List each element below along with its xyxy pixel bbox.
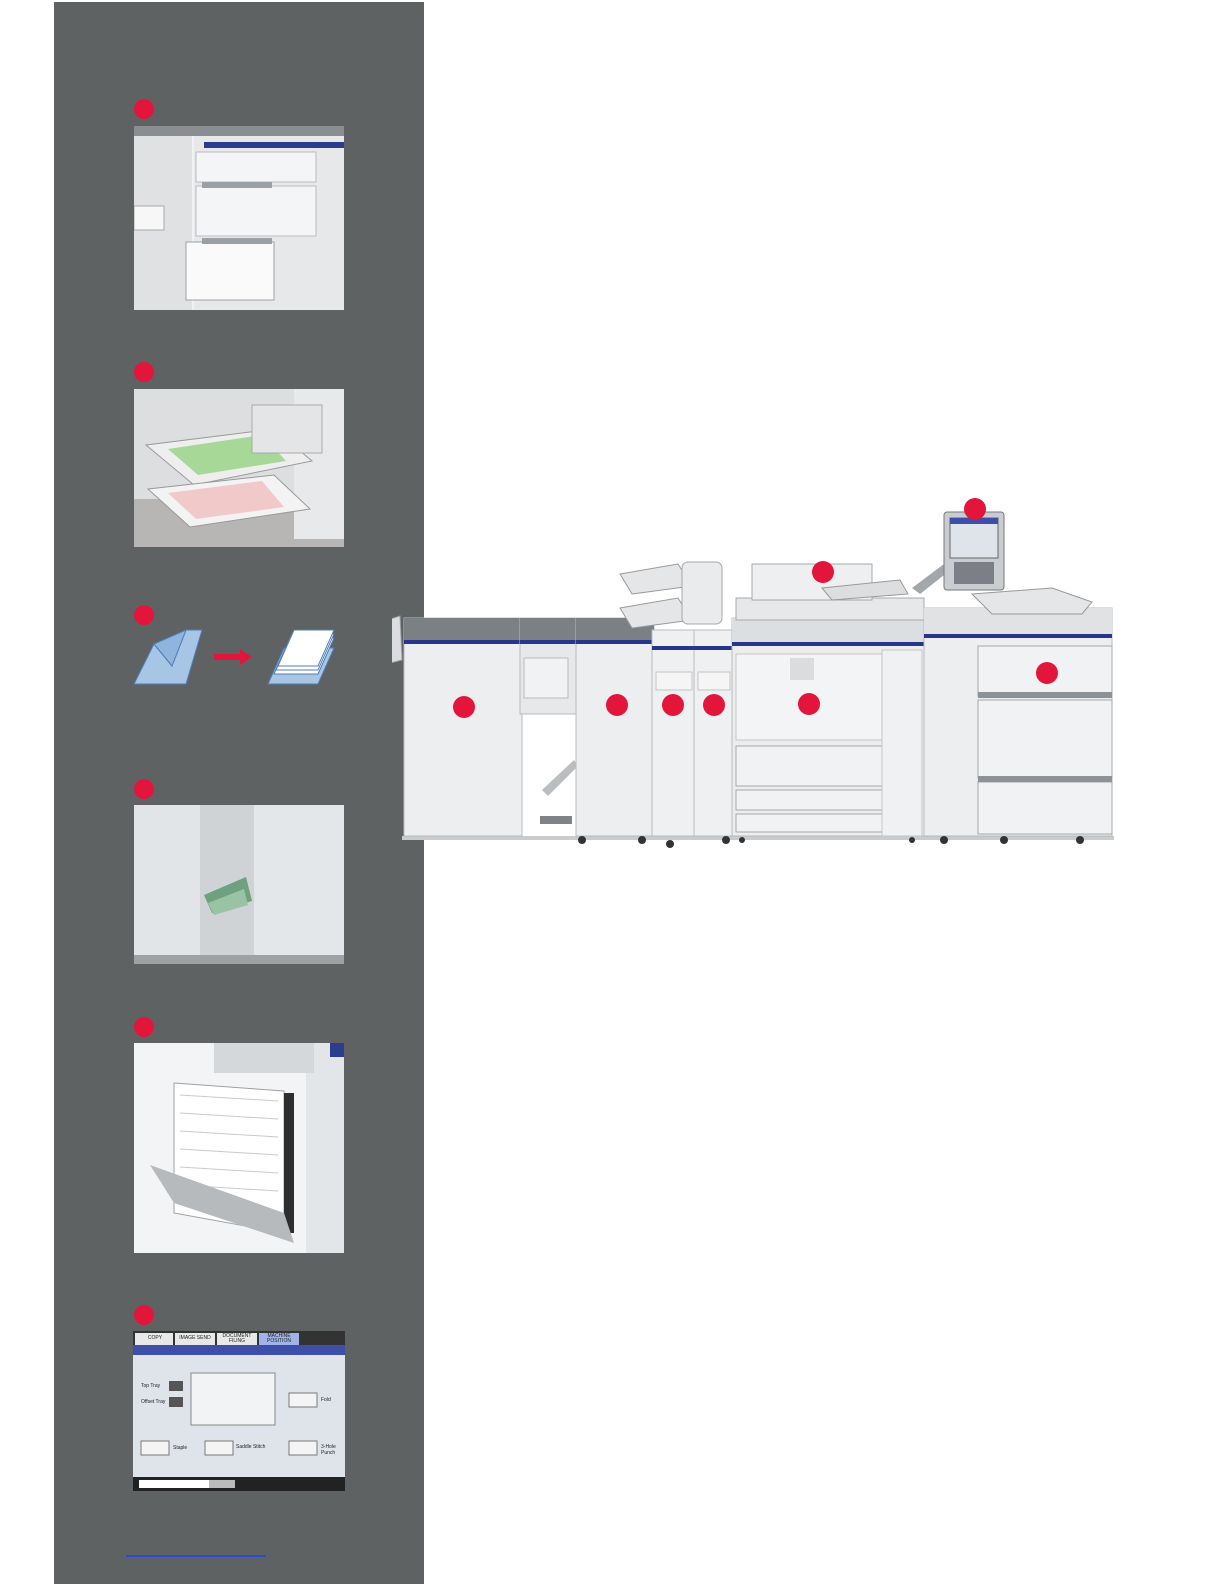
feature-marker-5 (134, 1017, 154, 1037)
callout-finisher (453, 696, 475, 718)
large-capacity-tray-photo (134, 1043, 344, 1253)
feature-marker-1 (134, 99, 154, 119)
label-offset-tray: Offset Tray (141, 1399, 165, 1405)
callout-large-capacity-tray (1036, 662, 1058, 684)
label-saddle-stitch: Saddle Stitch (236, 1444, 265, 1450)
label-fold: Fold (321, 1397, 331, 1403)
callout-control-panel (964, 498, 986, 520)
fold-diagram (134, 626, 344, 688)
feature-marker-6 (134, 1305, 154, 1325)
label-top-tray: Top Tray (141, 1383, 160, 1389)
tab-image-send[interactable]: IMAGE SEND (177, 1335, 213, 1341)
production-copier-system (392, 490, 1122, 860)
callout-folding-unit (662, 694, 684, 716)
inserter-photo (134, 805, 344, 964)
callout-inserter (703, 694, 725, 716)
label-hole-punch: 3-Hole Punch (321, 1444, 345, 1456)
output-tray-photo (134, 389, 344, 547)
link-underline[interactable] (126, 1555, 266, 1557)
callout-saddle-stitch (606, 694, 628, 716)
label-staple: Staple (173, 1445, 187, 1451)
tab-document-filing[interactable]: DOCUMENT FILING (219, 1334, 255, 1344)
feature-marker-2 (134, 362, 154, 382)
feature-marker-3 (134, 605, 154, 625)
control-panel-screen: COPY IMAGE SEND DOCUMENT FILING MACHINE … (133, 1331, 345, 1491)
feature-marker-4 (134, 779, 154, 799)
paper-drawers-photo (134, 126, 344, 310)
callout-main-engine (798, 693, 820, 715)
tab-copy[interactable]: COPY (137, 1335, 173, 1341)
callout-document-feeder (812, 561, 834, 583)
tab-machine-position[interactable]: MACHINE POSITION (261, 1334, 297, 1344)
